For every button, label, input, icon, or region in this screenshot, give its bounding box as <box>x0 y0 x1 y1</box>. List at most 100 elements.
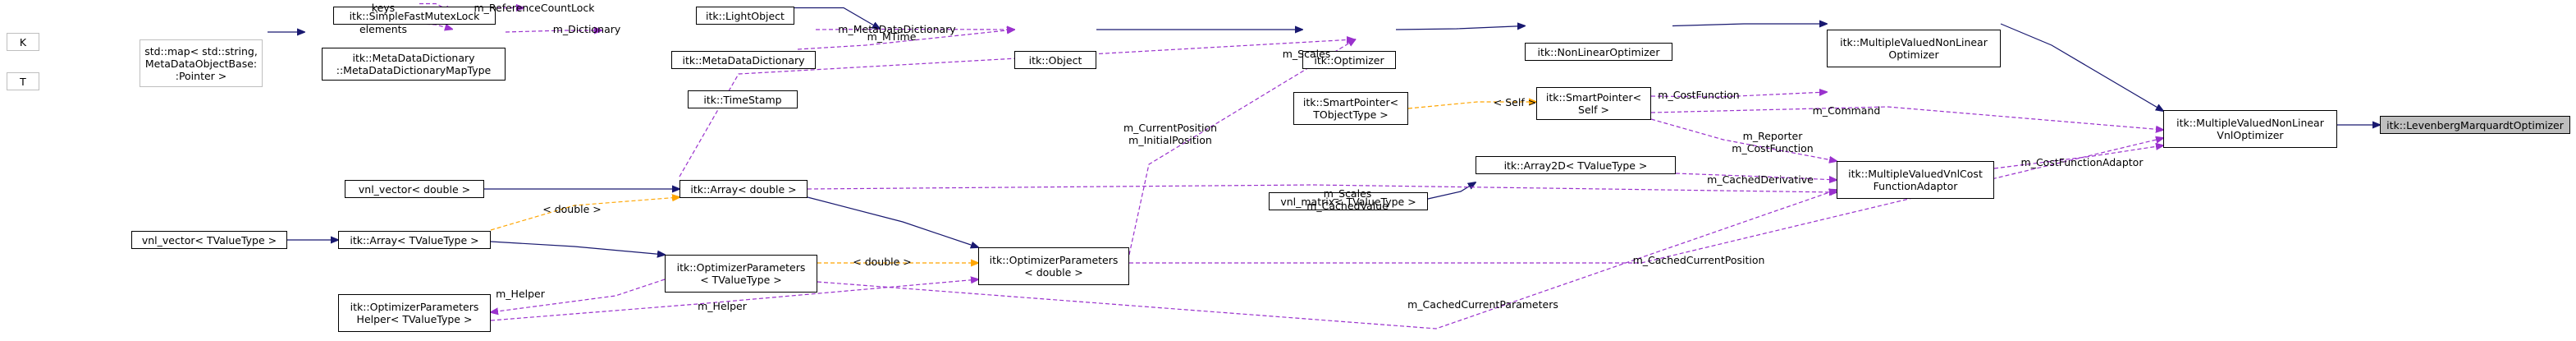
node-label-line: itk::SmartPointer< <box>1302 96 1399 108</box>
node-smart-pointer-self[interactable]: itk::SmartPointer<Self > <box>1536 87 1651 120</box>
edge-label-line: m_Reporter <box>1742 130 1803 142</box>
node-label-line: itk::OptimizerParameters <box>350 301 479 313</box>
edge-ArrayT-to-OptParamsT <box>490 241 665 255</box>
edge-label-line: m_CachedDerivative <box>1707 173 1814 186</box>
node-label-line: ::MetaDataDictionaryMapType <box>336 64 492 76</box>
node-meta-data-dictionary[interactable]: itk::MetaDataDictionary <box>671 51 816 69</box>
node-std-map[interactable]: std::map< std::string,MetaDataObjectBase… <box>140 39 263 87</box>
edge-T-to-StdMap <box>419 23 452 30</box>
edge-label: keys <box>372 2 395 14</box>
node-label-line: itk::SmartPointer< <box>1545 91 1642 104</box>
node-m-d-d-map-type[interactable]: itk::MetaDataDictionary::MetaDataDiction… <box>322 48 506 81</box>
node-k[interactable]: K <box>7 33 39 51</box>
edge-VnlCostFunctionAdaptor-to-MVNLVnlOptimizer <box>1993 145 2163 169</box>
node-label-line: K <box>19 35 27 48</box>
node-array2-d[interactable]: itk::Array2D< TValueType > <box>1476 156 1676 174</box>
edge-label-line: m_CostFunction <box>1658 89 1740 101</box>
edge-ArrayT-to-ArrayDouble <box>490 197 679 231</box>
edge-OptParamsHelperT-to-OptParamsDouble <box>490 279 978 321</box>
node-t[interactable]: T <box>7 72 39 90</box>
edge-label-line: m_InitialPosition <box>1128 134 1212 146</box>
node-label-line: MetaDataObjectBase: <box>144 57 258 70</box>
edge-label-line: m_ReferenceCountLock <box>474 2 595 14</box>
node-label-line: T <box>20 75 26 88</box>
edge-label-line: m_Scales <box>1282 48 1331 60</box>
edge-label-line: m_CostFunctionAdaptor <box>2020 156 2144 168</box>
node-optimizer[interactable]: itk::Optimizer <box>1302 51 1396 69</box>
edge-SmartPointerSelf-to-MVNLOptimizer <box>1650 92 1827 98</box>
node-array-t[interactable]: itk::Array< TValueType > <box>338 231 491 249</box>
edge-SmartPointerT-to-SmartPointerSelf <box>1407 102 1536 109</box>
node-label-line: itk::Object <box>1028 53 1082 67</box>
node-vnl-matrix[interactable]: vnl_matrix< TValueType > <box>1269 192 1428 210</box>
edge-label-line: m_Dictionary <box>552 23 621 35</box>
edge-LightObject-to-Object <box>794 7 880 30</box>
edge-label: m_CostFunction <box>1658 89 1739 101</box>
edge-label-line: m_MetaDataDictionary <box>838 23 956 35</box>
edge-label: m_ReferenceCountLock <box>474 2 595 14</box>
edge-label-line: m_Helper <box>698 300 747 312</box>
edge-ArrayDouble-to-OptParamsDouble <box>807 196 978 247</box>
edge-label: m_Helper <box>496 288 545 300</box>
edge-label-line: m_CurrentPosition <box>1123 122 1218 134</box>
edge-label: m_CachedCurrentParameters <box>1407 298 1558 311</box>
node-label-line: vnl_vector< double > <box>358 182 471 196</box>
edge-ArrayDouble-to-Optimizer <box>679 39 1354 177</box>
node-label-line: itk::MultipleValuedNonLinear <box>2176 117 2324 129</box>
node-smart-pointer-t[interactable]: itk::SmartPointer<TObjectType > <box>1293 92 1408 125</box>
node-vnl-vector-double[interactable]: vnl_vector< double > <box>345 180 484 198</box>
node-array-double[interactable]: itk::Array< double > <box>679 180 808 198</box>
node-label-line: :Pointer > <box>175 69 227 82</box>
edge-label: m_Scales <box>1283 48 1331 60</box>
node-object[interactable]: itk::Object <box>1014 51 1096 69</box>
node-time-stamp[interactable]: itk::TimeStamp <box>688 90 798 108</box>
edge-label-line: < Self > <box>1493 96 1537 108</box>
node-label-line: VnlOptimizer <box>2217 129 2284 141</box>
edge-Array2D-to-VnlCostFunctionAdaptor <box>1675 173 1837 180</box>
node-simple-fast-mutex-lock[interactable]: itk::SimpleFastMutexLock <box>333 7 496 25</box>
node-label-line: itk::NonLinearOptimizer <box>1537 45 1660 58</box>
node-light-object[interactable]: itk::LightObject <box>696 7 794 25</box>
node-label-line: vnl_matrix< TValueType > <box>1280 195 1416 208</box>
node-label-line: std::map< std::string, <box>144 44 258 58</box>
node-label-line: itk::MetaDataDictionary <box>352 52 475 64</box>
edge-TimeStamp-to-Object <box>797 30 1014 50</box>
edge-OptParamsDouble-to-Optimizer <box>1128 39 1356 256</box>
edge-label: m_CostFunctionAdaptor <box>2021 156 2144 168</box>
node-label-line: itk::Optimizer <box>1314 53 1384 67</box>
node-label-line: itk::LevenbergMarquardtOptimizer <box>2386 118 2564 131</box>
edge-label: m_CachedCurrentPosition <box>1633 254 1765 266</box>
edge-label: < double > <box>853 256 912 268</box>
edge-label-line: m_Scales <box>1323 187 1372 200</box>
node-label-line: itk::Array< double > <box>690 182 797 196</box>
node-non-linear-optimizer[interactable]: itk::NonLinearOptimizer <box>1525 43 1672 61</box>
node-vnl-vector-t[interactable]: vnl_vector< TValueType > <box>131 231 287 249</box>
edge-label-line: m_CachedValue <box>1306 200 1389 212</box>
edge-label: m_MetaDataDictionary <box>838 23 955 35</box>
edge-label-line: m_Command <box>1812 104 1881 117</box>
node-opt-params-double[interactable]: itk::OptimizerParameters< double > <box>978 247 1129 285</box>
edge-label: m_Dictionary <box>553 23 621 35</box>
edge-ArrayDouble-to-VnlCostFunctionAdaptor <box>807 184 1837 192</box>
edge-SmartPointerSelf-to-MVNLVnlOptimizer <box>1650 106 2163 130</box>
node-label-line: < TValueType > <box>700 274 782 286</box>
node-label-line: itk::SimpleFastMutexLock <box>349 9 480 22</box>
node-label-line: FunctionAdaptor <box>1873 180 1958 192</box>
node-label-line: Optimizer <box>1888 48 1939 61</box>
edge-label-line: m_CachedCurrentParameters <box>1407 298 1558 311</box>
node-label-line: vnl_vector< TValueType > <box>141 233 277 247</box>
node-label-line: itk::MultipleValuedVnlCost <box>1848 168 1983 180</box>
node-label-line: itk::Array< TValueType > <box>350 233 479 247</box>
edge-Optimizer-to-NonLinearOptimizer <box>1395 26 1525 30</box>
node-opt-params-t[interactable]: itk::OptimizerParameters< TValueType > <box>665 255 817 293</box>
edge-SmartPointerSelf-to-VnlCostFunctionAdaptor <box>1650 118 1837 161</box>
edge-label-line: m_Helper <box>496 288 545 300</box>
